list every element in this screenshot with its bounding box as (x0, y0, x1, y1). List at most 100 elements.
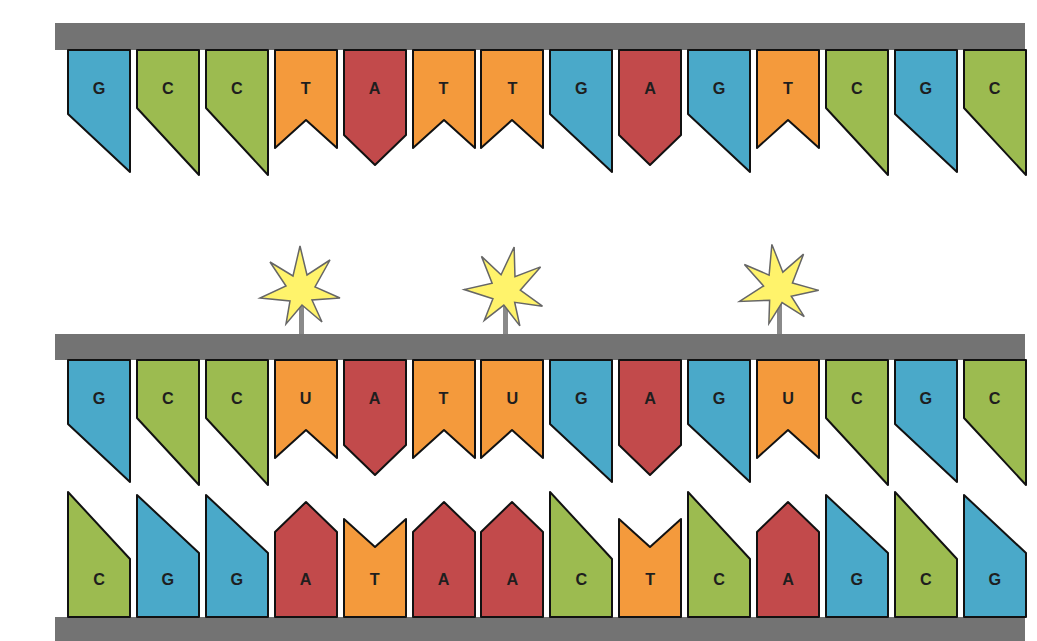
nucleotide-outline (275, 50, 337, 148)
nucleotide-outline (826, 495, 888, 617)
base-letter: T (344, 569, 406, 589)
base-letter: T (275, 78, 337, 98)
nucleotide: T (413, 360, 475, 485)
nucleotide-shape (137, 492, 199, 617)
nucleotide-shape (826, 50, 888, 175)
nucleotide-shape (688, 360, 750, 485)
nucleotide-outline (344, 519, 406, 617)
nucleotide-outline (895, 360, 957, 482)
nucleotide: T (757, 50, 819, 175)
base-letter: G (964, 569, 1026, 589)
nucleotide: G (688, 360, 750, 485)
base-letter: C (826, 388, 888, 408)
nucleotide-shape (688, 492, 750, 617)
nucleotide: T (413, 50, 475, 175)
nucleotide: A (481, 492, 543, 617)
nucleotide: C (68, 492, 130, 617)
base-letter: G (550, 78, 612, 98)
nucleotide-shape (895, 492, 957, 617)
nucleotide: G (137, 492, 199, 617)
nucleotide: T (619, 492, 681, 617)
base-letter: T (619, 569, 681, 589)
base-letter: G (688, 78, 750, 98)
nucleotide-outline (550, 492, 612, 617)
base-letter: U (481, 388, 543, 408)
nucleotide-shape (344, 360, 406, 485)
nucleotide: C (206, 360, 268, 485)
base-letter: A (275, 569, 337, 589)
nucleotide-outline (757, 502, 819, 617)
nucleotide-outline (275, 360, 337, 458)
nucleotide: G (550, 50, 612, 175)
nucleotide-outline (757, 360, 819, 458)
base-letter: C (688, 569, 750, 589)
nucleotide: G (68, 360, 130, 485)
nucleotide-outline (964, 360, 1026, 485)
nucleotide-shape (619, 360, 681, 485)
nucleotide-outline (481, 360, 543, 458)
nucleotide-outline (688, 360, 750, 482)
base-letter: G (137, 569, 199, 589)
base-letter: T (481, 78, 543, 98)
base-letter: C (206, 78, 268, 98)
base-letter: G (550, 388, 612, 408)
nucleotide: G (964, 492, 1026, 617)
nucleotide-shape (757, 50, 819, 175)
nucleotide-outline (481, 502, 543, 617)
nucleotide-shape (964, 50, 1026, 175)
nucleotide: G (206, 492, 268, 617)
base-letter: C (964, 388, 1026, 408)
nucleotide-shape (895, 360, 957, 485)
base-letter: C (206, 388, 268, 408)
nucleotide-outline (550, 50, 612, 172)
fluorescent-star (459, 239, 553, 332)
nucleotide: U (757, 360, 819, 485)
base-letter: A (619, 78, 681, 98)
nucleotide-outline (757, 50, 819, 148)
base-letter: G (826, 569, 888, 589)
base-letter: U (275, 388, 337, 408)
nucleotide-shape (481, 360, 543, 485)
nucleotide: A (619, 360, 681, 485)
nucleotide-outline (619, 519, 681, 617)
base-letter: C (137, 388, 199, 408)
nucleotide: A (344, 50, 406, 175)
nucleotide-outline (344, 360, 406, 475)
nucleotide-shape (413, 492, 475, 617)
nucleotide-shape (206, 50, 268, 175)
nucleotide: A (413, 492, 475, 617)
nucleotide-outline (964, 495, 1026, 617)
nucleotide-shape (481, 492, 543, 617)
nucleotide-shape (206, 492, 268, 617)
base-letter: C (137, 78, 199, 98)
nucleotide: C (895, 492, 957, 617)
nucleotide: C (964, 50, 1026, 175)
nucleotide-shape (137, 50, 199, 175)
base-letter: C (550, 569, 612, 589)
nucleotide-outline (895, 492, 957, 617)
nucleotide: A (344, 360, 406, 485)
nucleotide-shape (757, 360, 819, 485)
base-letter: C (68, 569, 130, 589)
base-letter: A (481, 569, 543, 589)
nucleotide-outline (481, 50, 543, 148)
nucleotide-outline (344, 50, 406, 165)
base-letter: G (206, 569, 268, 589)
nucleotide-outline (137, 495, 199, 617)
nucleotide: G (826, 492, 888, 617)
nucleotide-shape (137, 360, 199, 485)
nucleotide: A (275, 492, 337, 617)
nucleotide-shape (964, 360, 1026, 485)
base-letter: C (895, 569, 957, 589)
nucleotide: C (550, 492, 612, 617)
fluorescent-star (732, 239, 822, 327)
nucleotide-shape (619, 492, 681, 617)
nucleotide-outline (826, 360, 888, 485)
nucleotide: C (137, 50, 199, 175)
backbone-bar (55, 23, 1025, 50)
nucleotide-outline (895, 50, 957, 172)
backbone-bar (55, 334, 1025, 360)
base-letter: T (757, 78, 819, 98)
backbone-bar (55, 617, 1025, 641)
